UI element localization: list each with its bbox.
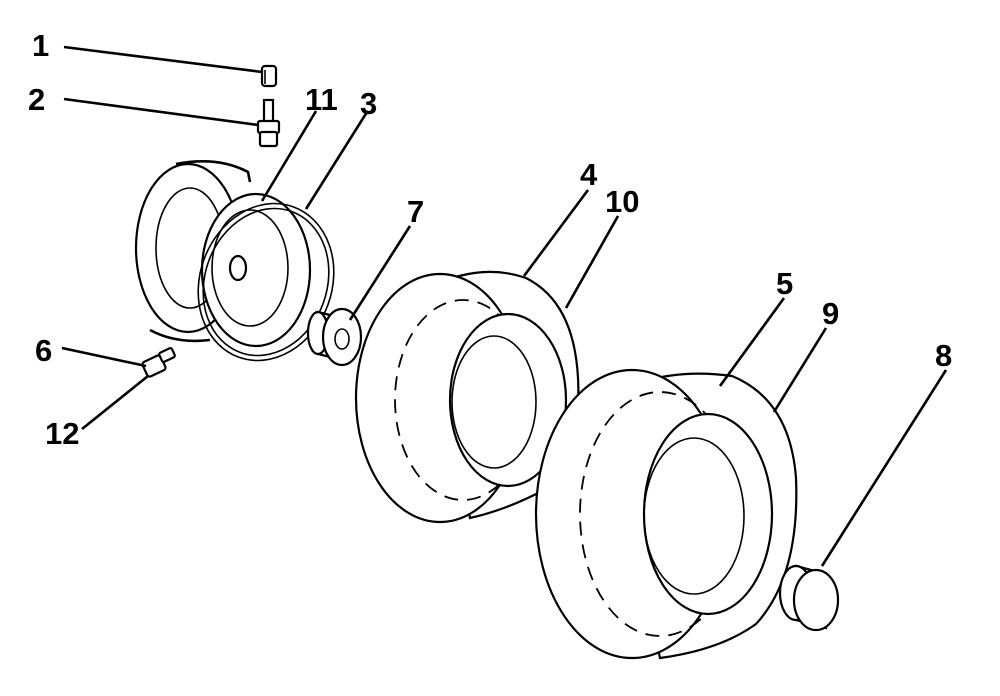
callout-11: 11: [305, 82, 338, 117]
part-front-tire: [354, 270, 580, 524]
part-bushing: [306, 307, 363, 367]
callout-2: 2: [28, 82, 46, 117]
callout-12: 12: [45, 416, 80, 451]
callout-7: 7: [407, 194, 425, 229]
callout-4: 4: [580, 157, 598, 192]
callout-1: 1: [32, 28, 50, 63]
leader-lines: [61, 45, 948, 567]
part-hub-cap: [778, 564, 840, 632]
part-valve-stem: [256, 98, 281, 148]
part-gasket: [197, 202, 335, 362]
callout-5: 5: [776, 266, 794, 301]
callout-3: 3: [360, 86, 378, 121]
part-valve-cap: [260, 64, 278, 88]
callout-8: 8: [935, 338, 953, 373]
callout-10: 10: [605, 184, 640, 219]
callout-9: 9: [822, 296, 840, 331]
part-grease-fitting: [141, 347, 176, 378]
part-rim: [134, 160, 312, 348]
part-rear-tire: [534, 368, 798, 660]
callout-6: 6: [35, 333, 53, 368]
